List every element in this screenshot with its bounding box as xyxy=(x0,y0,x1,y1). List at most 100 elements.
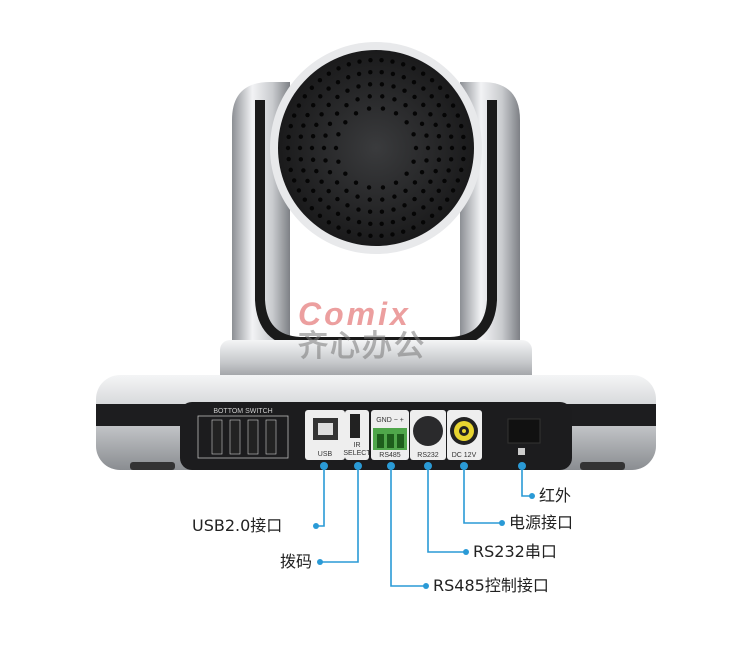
grille-hole xyxy=(402,203,407,208)
grille-hole xyxy=(346,62,352,67)
grille-hole xyxy=(419,169,425,175)
svg-text:GND − +: GND − + xyxy=(376,417,404,424)
svg-text:IR: IR xyxy=(354,442,361,449)
grille-hole xyxy=(319,179,324,184)
grille-hole xyxy=(367,197,372,202)
dip-switch: BOTTOM SWITCH xyxy=(197,408,289,459)
grille-hole xyxy=(455,178,461,183)
grille-hole xyxy=(379,233,384,239)
grille-hole xyxy=(391,207,396,212)
grille-hole xyxy=(390,232,395,237)
watermark: Comix 齐心办公 xyxy=(298,298,426,362)
grille-hole xyxy=(335,94,340,100)
grille-hole xyxy=(345,203,350,208)
grille-hole xyxy=(436,157,442,162)
dc-power-port[interactable]: DC 12V xyxy=(447,410,482,460)
grille-hole xyxy=(344,188,349,193)
camera-head xyxy=(270,42,482,254)
grille-hole xyxy=(412,196,417,202)
usb-port[interactable]: USB xyxy=(305,410,345,460)
grille-hole xyxy=(392,194,397,199)
grille-hole xyxy=(366,106,372,111)
grille-hole xyxy=(433,122,438,128)
grille-hole xyxy=(335,196,340,202)
grille-hole xyxy=(390,59,395,64)
grille-hole xyxy=(356,207,361,212)
grille-hole xyxy=(298,157,304,162)
grille-hole xyxy=(390,71,396,77)
grille-hole xyxy=(403,188,408,193)
grille-hole xyxy=(419,121,425,127)
grille-hole xyxy=(379,221,384,226)
grille-hole xyxy=(310,134,316,139)
grille-hole xyxy=(309,85,315,90)
grille-hole xyxy=(319,112,324,117)
grille-hole xyxy=(400,229,406,234)
grille-hole xyxy=(357,232,362,237)
grille-hole xyxy=(436,188,441,194)
grille-hole xyxy=(411,159,416,164)
grille-hole xyxy=(380,106,386,111)
grille-hole xyxy=(404,120,409,125)
grille-hole xyxy=(424,133,429,138)
grille-hole xyxy=(390,219,396,225)
grille-hole xyxy=(335,211,341,217)
grille-hole xyxy=(367,94,372,99)
grille-hole xyxy=(309,206,315,211)
grille-hole xyxy=(421,86,426,91)
grille-hole xyxy=(450,103,456,108)
watermark-sub: 齐心办公 xyxy=(298,330,426,363)
grille-hole xyxy=(311,102,316,108)
grille-hole xyxy=(296,103,302,108)
grille-hole xyxy=(317,213,323,219)
callout-dots xyxy=(313,462,535,589)
grille-hole xyxy=(442,112,447,118)
grille-hole xyxy=(379,209,385,214)
grille-hole xyxy=(326,205,331,210)
grille-hole xyxy=(344,103,349,108)
grille-hole xyxy=(393,111,399,116)
grille-hole xyxy=(436,102,441,108)
grille-hole xyxy=(367,209,373,214)
svg-text:RS232: RS232 xyxy=(417,452,439,459)
grille-hole xyxy=(448,134,454,139)
svg-text:SELECT: SELECT xyxy=(343,450,371,457)
grille-hole xyxy=(400,62,406,67)
grille-hole xyxy=(412,180,418,185)
grille-hole xyxy=(356,219,362,225)
grille-hole xyxy=(323,133,328,138)
grille-hole xyxy=(353,180,359,185)
grille-hole xyxy=(311,188,316,194)
grille-hole xyxy=(455,113,461,118)
grille-hole xyxy=(379,82,385,87)
grille-hole xyxy=(310,157,316,162)
grille-hole xyxy=(437,206,443,211)
grille-hole xyxy=(403,103,408,108)
grille-hole xyxy=(334,111,340,116)
grille-hole xyxy=(301,168,306,173)
grille-hole xyxy=(461,156,466,162)
grille-hole xyxy=(343,120,348,125)
grille-hole xyxy=(346,229,352,234)
grille-hole xyxy=(368,57,373,63)
grille-hole xyxy=(411,66,416,71)
grille-hole xyxy=(459,123,464,129)
grille-hole xyxy=(356,84,361,89)
grille-hole xyxy=(420,220,426,225)
grille-hole xyxy=(318,197,323,202)
grille-hole xyxy=(343,171,348,176)
ir-select-switch[interactable]: IR SELECT xyxy=(343,410,371,460)
grille-hole xyxy=(380,197,385,202)
callout-usb: USB2.0接口 xyxy=(192,516,283,535)
rs232-port[interactable]: RS232 xyxy=(410,410,446,460)
grille-hole xyxy=(461,134,466,140)
grille-hole xyxy=(336,132,341,137)
grille-hole xyxy=(401,75,406,80)
grille-hole xyxy=(368,221,373,226)
grille-hole xyxy=(302,94,308,99)
grille-hole xyxy=(355,194,360,199)
grille-hole xyxy=(298,134,304,139)
grille-hole xyxy=(446,123,451,128)
rs485-port[interactable]: GND − + RS485 xyxy=(371,410,409,460)
grille-hole xyxy=(448,157,454,162)
